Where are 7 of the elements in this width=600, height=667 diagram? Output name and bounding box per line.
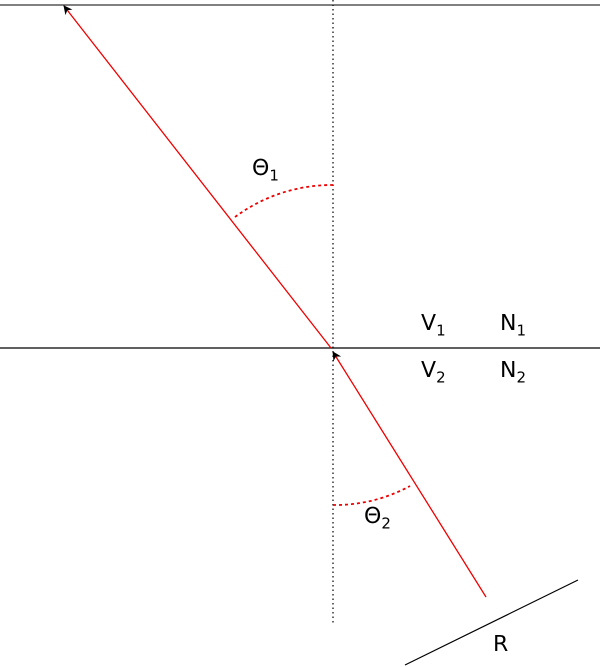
angle-label: Θ$_{2}$ <box>364 506 391 532</box>
index-label: N$_{1}$ <box>500 313 526 338</box>
index-label: N$_{2}$ <box>500 360 526 386</box>
medium-label: V$_{1}$ <box>421 313 446 338</box>
angle-label: Θ$_{1}$ <box>252 158 279 184</box>
medium-label: V$_{2}$ <box>421 360 446 386</box>
surface-label: R <box>493 634 508 656</box>
